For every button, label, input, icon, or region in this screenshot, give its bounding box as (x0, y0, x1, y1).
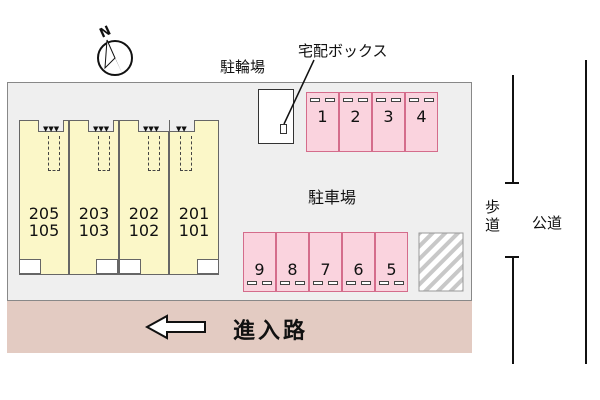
parking-space: 1 (306, 92, 339, 152)
sidewalk-label: 歩道 (485, 198, 501, 234)
space-number: 9 (254, 260, 265, 279)
public-road-label: 公道 (532, 214, 563, 232)
unit-number-lower: 105 (28, 221, 60, 240)
unit-number-lower: 103 (78, 221, 110, 240)
unit-block: ▼▼▼ 205 105 (19, 120, 69, 275)
unit-number-upper: 201 (178, 204, 210, 223)
space-number: 1 (317, 107, 328, 126)
parking-space: 9 (243, 232, 276, 292)
space-number: 4 (416, 107, 427, 126)
unit-block: ▼▼ 201 101 (169, 120, 219, 275)
unit-number-upper: 202 (128, 204, 160, 223)
sidewalk-line (512, 75, 514, 183)
space-number: 3 (383, 107, 394, 126)
road-edge-line (585, 60, 587, 364)
space-number: 6 (353, 260, 364, 279)
compass: N (93, 23, 137, 80)
parking-space: 5 (375, 232, 408, 292)
unit-block: ▼▼▼ 203 103 (69, 120, 119, 275)
parking-space: 2 (339, 92, 372, 152)
parking-space: 4 (405, 92, 438, 152)
sidewalk-tick (505, 182, 519, 184)
delivery-box (280, 124, 287, 134)
unit-number-lower: 101 (178, 221, 210, 240)
unit-entrance (197, 259, 219, 274)
sidewalk-line (512, 256, 514, 364)
entrance-road (7, 300, 472, 353)
hatched-area (418, 232, 464, 292)
unit-number-upper: 205 (28, 204, 60, 223)
space-number: 8 (287, 260, 298, 279)
parking-space: 6 (342, 232, 375, 292)
parking-space: 7 (309, 232, 342, 292)
delivery-box-label: 宅配ボックス (298, 42, 388, 60)
unit-number-upper: 203 (78, 204, 110, 223)
sidewalk-tick (505, 256, 519, 258)
parking-space: 8 (276, 232, 309, 292)
unit-entrance (19, 259, 41, 274)
space-number: 7 (320, 260, 331, 279)
parking-label: 駐車場 (308, 188, 357, 207)
north-arrow-icon (97, 39, 133, 76)
parking-space: 3 (372, 92, 405, 152)
unit-entrance (96, 259, 118, 274)
left-arrow-icon (145, 314, 206, 340)
unit-entrance (119, 259, 141, 274)
unit-block: ▼▼▼ 202 102 (119, 120, 171, 275)
bike-parking-label: 駐輪場 (220, 58, 266, 76)
unit-number-lower: 102 (128, 221, 160, 240)
leader-line (283, 59, 315, 125)
entrance-road-label: 進入路 (233, 319, 309, 344)
space-number: 2 (350, 107, 361, 126)
space-number: 5 (386, 260, 397, 279)
